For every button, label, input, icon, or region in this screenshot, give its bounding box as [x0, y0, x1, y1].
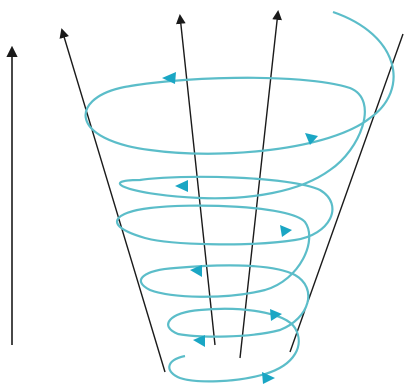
radial-arrows — [59, 10, 404, 373]
spiral-arrowhead-6 — [270, 309, 282, 321]
spiral-arrowhead-5 — [190, 265, 202, 277]
radial-arrow-3 — [239, 10, 283, 359]
spiral-arrowhead-1 — [162, 72, 176, 84]
spiral-arrowhead-8 — [262, 372, 275, 384]
spiral-path — [84, 10, 395, 383]
spiral-arrowhead-7 — [193, 335, 205, 347]
spiral-arrowhead-4 — [280, 225, 292, 237]
radial-arrow-1 — [59, 28, 166, 373]
spiral-arrowhead-3 — [175, 180, 188, 192]
spiral-arrowhead-2 — [305, 133, 318, 145]
spiral-arrowheads — [162, 72, 318, 384]
radial-arrow-2 — [175, 14, 216, 346]
